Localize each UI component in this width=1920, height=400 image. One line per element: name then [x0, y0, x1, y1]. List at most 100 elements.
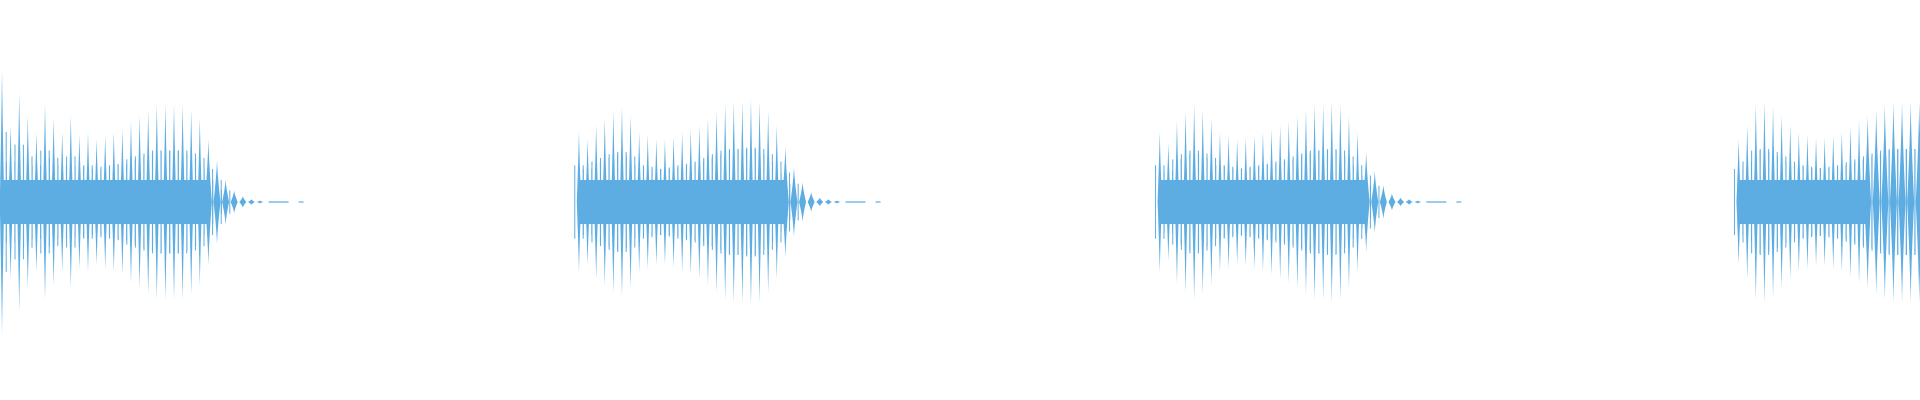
waveform-lobe — [697, 125, 702, 279]
waveform-lobe — [636, 132, 642, 272]
waveform-lobe — [1414, 200, 1422, 204]
waveform-lobe — [103, 134, 108, 270]
waveform-lobe — [1745, 125, 1750, 279]
waveform-lobe — [146, 109, 151, 295]
waveform-lobe — [1872, 109, 1880, 295]
waveform-lobe — [222, 179, 230, 225]
waveform-lobe — [1736, 139, 1741, 265]
waveform-lobe — [1831, 134, 1836, 270]
waveform-lobe — [1388, 193, 1396, 211]
waveform-lobe — [1277, 125, 1283, 279]
waveform-burst — [0, 69, 304, 335]
waveform-burst — [1733, 101, 1920, 303]
waveform-lobe — [748, 98, 754, 306]
waveform-lobe — [8, 125, 13, 279]
waveform-lobe — [1796, 132, 1802, 272]
waveform-lobe — [774, 125, 779, 279]
waveform-lobe — [1329, 101, 1334, 303]
waveform-lobe — [128, 120, 134, 284]
waveform-lobe — [757, 101, 762, 303]
waveform-lobe — [204, 139, 212, 265]
waveform-lobe — [1312, 104, 1317, 300]
waveform-lobe — [824, 199, 832, 205]
waveform-lobe — [790, 167, 798, 237]
waveform-lobe — [1753, 104, 1759, 300]
waveform-lobe — [1881, 104, 1889, 300]
waveform-lobe — [1397, 197, 1405, 207]
waveform-lobe — [1303, 109, 1309, 295]
waveform-lobe — [1243, 137, 1248, 267]
waveform-lobe — [1191, 104, 1197, 300]
waveform-lobe — [1839, 132, 1845, 272]
waveform-lobe — [765, 111, 771, 293]
waveform-lobe — [213, 160, 221, 244]
waveform-lobe — [120, 129, 125, 275]
waveform-lobe — [1898, 101, 1906, 303]
waveform-lobe — [1260, 132, 1266, 272]
waveform-lobe — [197, 118, 202, 286]
waveform-lobe — [740, 101, 745, 303]
waveform-lobe — [705, 118, 711, 286]
waveform-lobe — [1252, 134, 1257, 270]
waveform-lobe — [247, 199, 255, 205]
waveform-lobe — [611, 111, 616, 293]
waveform-lobe — [163, 104, 168, 300]
waveform-lobe — [1770, 106, 1776, 298]
waveform-lobe — [180, 104, 185, 300]
waveform-lobe — [1856, 120, 1862, 284]
waveform-lobe — [137, 115, 142, 289]
waveform-lobe — [60, 132, 65, 272]
waveform-lobe — [17, 92, 22, 312]
waveform-lobe — [1779, 115, 1784, 289]
waveform-lobe — [189, 109, 194, 295]
waveform-lobe — [1320, 104, 1326, 300]
waveform-lobe — [619, 106, 625, 298]
waveform-lobe — [576, 132, 582, 272]
waveform-lobe — [1200, 109, 1205, 295]
waveform-lobe — [51, 118, 56, 286]
waveform-lobe — [256, 200, 264, 204]
waveform-lobe — [77, 134, 82, 270]
waveform-lobe — [1889, 101, 1897, 303]
waveform-lobe — [68, 115, 73, 289]
waveform-lobe — [1788, 125, 1793, 279]
waveform-lobe — [1166, 143, 1171, 261]
waveform-lobe — [1269, 129, 1274, 275]
waveform-lobe — [1864, 115, 1872, 289]
waveform-lobe — [239, 196, 247, 208]
waveform-lobe — [1405, 199, 1413, 205]
waveform-lobe — [679, 132, 685, 272]
waveform-lobe — [688, 129, 693, 275]
waveform-lobe — [731, 101, 736, 303]
waveform-lobe — [816, 197, 824, 207]
waveform-lobe — [1822, 137, 1827, 267]
waveform-lobe — [781, 146, 789, 258]
waveform-lobe — [42, 104, 48, 300]
waveform-lobe — [1813, 137, 1819, 267]
waveform-lobe — [628, 115, 633, 289]
waveform-lobe — [1762, 101, 1767, 303]
waveform-lobe — [662, 139, 668, 265]
waveform-lobe — [722, 104, 728, 300]
waveform-lobe — [1371, 171, 1379, 233]
waveform-burst — [1155, 101, 1462, 303]
waveform-lobe — [25, 115, 30, 289]
waveform-lobe — [1338, 104, 1343, 300]
waveform-lobe — [1174, 120, 1180, 284]
waveform-lobe — [807, 192, 815, 212]
waveform-lobe — [94, 139, 99, 265]
waveform-lobe — [34, 132, 39, 272]
waveform-lobe — [671, 136, 676, 268]
waveform-lobe — [1805, 134, 1810, 270]
waveform-lobe — [154, 104, 159, 300]
waveform-lobe — [85, 132, 91, 272]
waveform-lobe — [645, 134, 650, 270]
waveform-lobe — [1286, 120, 1291, 284]
waveform-lobe — [799, 182, 807, 222]
waveform-lobe — [1379, 185, 1387, 219]
waveform-lobe — [654, 139, 659, 265]
waveform-lobe — [1295, 115, 1300, 289]
waveform-lobe — [1907, 101, 1915, 303]
waveform-lobe — [1183, 111, 1188, 293]
